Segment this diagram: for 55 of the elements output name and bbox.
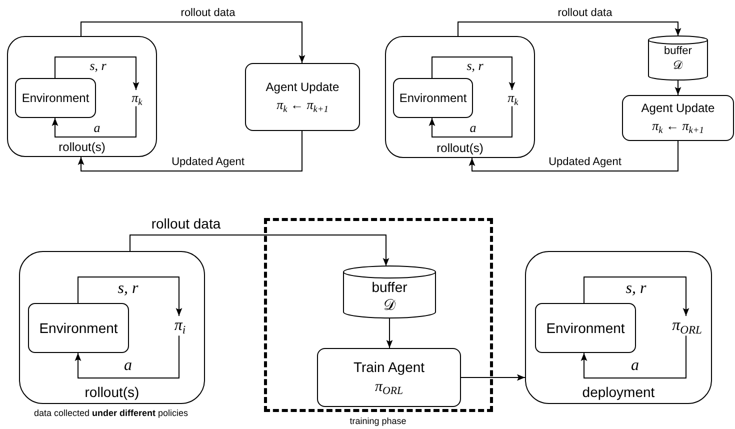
panel-label: deployment — [581, 384, 656, 401]
box-title: Agent Update — [266, 80, 340, 94]
edge-label: Updated Agent — [170, 156, 246, 168]
arrow — [428, 106, 512, 138]
process-box: Environment — [15, 78, 96, 118]
process-box — [622, 95, 734, 141]
update-formula: π$_{k}$ ← π$_{k+1}$ — [276, 98, 328, 114]
database-cylinder — [648, 36, 708, 80]
process-box: Environment — [535, 303, 636, 353]
dataset-symbol: 𝒟 — [673, 58, 683, 73]
box-title: Agent Update — [641, 102, 715, 116]
rounded-panel — [19, 251, 205, 404]
arrow — [460, 374, 526, 381]
process-box — [317, 348, 461, 407]
edge-label: rollout data — [556, 6, 614, 20]
rounded-panel — [7, 36, 157, 157]
arrow — [78, 130, 302, 172]
policy-symbol: π$_{k}$ — [130, 90, 144, 106]
database-cylinder — [343, 266, 436, 318]
arrow — [52, 106, 136, 138]
node-label: training phase — [348, 416, 408, 428]
buffer-label: buffer — [372, 279, 408, 296]
buffer-label: buffer — [664, 45, 692, 58]
arrow — [432, 56, 516, 90]
box-title: Train Agent — [353, 358, 425, 375]
rounded-panel — [385, 36, 535, 158]
edge-label: Updated Agent — [546, 156, 624, 168]
arrow — [130, 234, 390, 266]
arrow — [386, 318, 393, 348]
policy-symbol: π$_{ORL}$ — [671, 316, 703, 336]
dataset-symbol: 𝒟 — [384, 296, 396, 314]
arrow — [74, 335, 180, 378]
process-box: Environment — [393, 78, 473, 118]
process-box — [245, 63, 360, 131]
arrow — [468, 140, 678, 172]
arrow — [584, 276, 690, 316]
edge-label: rollout data — [149, 216, 223, 232]
rounded-panel — [525, 251, 712, 404]
arrow — [54, 56, 140, 90]
policy-symbol: π$_{k}$ — [506, 90, 520, 106]
arrow — [580, 335, 686, 378]
policy-symbol: π$_{i}$ — [173, 316, 187, 336]
process-box: Environment — [28, 303, 129, 353]
panel-label: rollout(s) — [58, 140, 106, 154]
dashed-region — [264, 218, 493, 412]
panel-label: rollout(s) — [84, 384, 140, 401]
arrow — [80, 22, 306, 64]
arrow — [674, 80, 682, 96]
edge-label: rollout data — [178, 6, 238, 20]
arrow — [78, 276, 182, 316]
node-label: data collected under different policies — [32, 408, 190, 420]
update-formula: π$_{k}$ ← π$_{k+1}$ — [652, 119, 704, 134]
update-formula: π$_{ORL}$ — [375, 378, 403, 396]
arrow — [458, 22, 682, 36]
panel-label: rollout(s) — [436, 140, 484, 155]
